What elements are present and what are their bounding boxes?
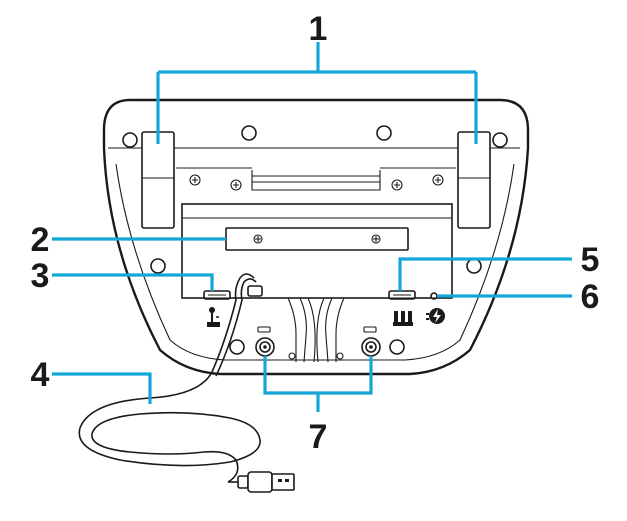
ports-row bbox=[182, 290, 452, 300]
table-clamp-left bbox=[141, 131, 175, 229]
callout-1: 1 bbox=[309, 10, 328, 48]
leader-lines bbox=[52, 42, 572, 412]
usb-cable bbox=[78, 273, 263, 483]
leader-5 bbox=[398, 257, 572, 291]
leader-4 bbox=[52, 372, 152, 404]
usb-connector bbox=[228, 471, 295, 493]
callout-4: 4 bbox=[31, 356, 50, 394]
leader-3 bbox=[52, 273, 214, 291]
mounting-holes bbox=[122, 125, 508, 355]
callout-3: 3 bbox=[31, 257, 50, 295]
callout-6: 6 bbox=[581, 278, 600, 316]
callout-labels: 1 2 3 4 5 6 7 bbox=[31, 10, 600, 456]
callout-2: 2 bbox=[31, 221, 50, 259]
table-clamp-right bbox=[457, 131, 491, 229]
power-port-icon bbox=[426, 308, 445, 324]
pedals-port-icon bbox=[393, 311, 413, 326]
cable-channels bbox=[287, 297, 345, 363]
shifter-port-icon bbox=[207, 307, 220, 327]
mount-bracket bbox=[176, 167, 456, 191]
callout-5: 5 bbox=[581, 241, 600, 279]
callout-7: 7 bbox=[309, 418, 328, 456]
